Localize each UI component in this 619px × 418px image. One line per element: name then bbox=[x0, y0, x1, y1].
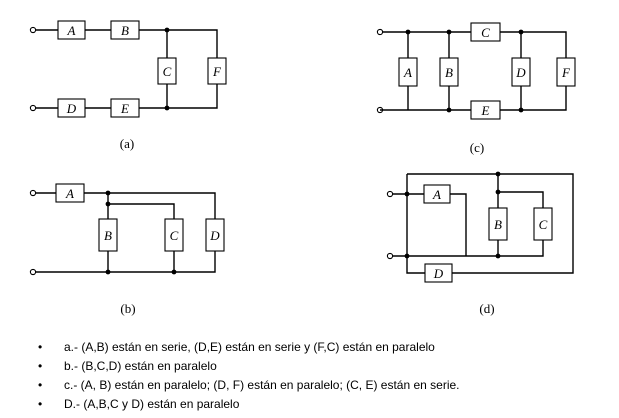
component-c-box bbox=[533, 207, 553, 241]
component-e-box bbox=[470, 100, 501, 120]
answer-b-text: b.- (B,C,D) están en paralelo bbox=[64, 359, 217, 373]
component-c-box bbox=[470, 22, 501, 42]
component-a-box bbox=[423, 184, 451, 204]
component-b-box bbox=[488, 207, 508, 241]
component-b-box bbox=[439, 57, 459, 87]
component-a-box bbox=[398, 57, 418, 87]
junction-node bbox=[495, 189, 501, 195]
component-f-box bbox=[556, 57, 576, 87]
circuit-b: A B C D (b) bbox=[29, 183, 225, 316]
terminal bbox=[29, 26, 37, 34]
list-item: • c.- (A, B) están en paralelo; (D, F) e… bbox=[36, 376, 460, 395]
terminal bbox=[29, 268, 37, 276]
junction-node bbox=[105, 201, 111, 207]
component-f-label: F bbox=[212, 64, 222, 79]
component-a-label: A bbox=[67, 23, 76, 38]
component-f-label: F bbox=[561, 65, 571, 80]
component-d-label: D bbox=[433, 266, 444, 281]
component-c-box bbox=[157, 57, 177, 85]
component-f-box bbox=[207, 57, 227, 85]
junction-node bbox=[446, 29, 452, 35]
junction-node bbox=[164, 27, 170, 33]
caption-a: (a) bbox=[120, 136, 134, 151]
junction-node bbox=[518, 29, 524, 35]
answer-a-text: a.- (A,B) están en serie, (D,E) están en… bbox=[64, 340, 435, 354]
component-a-box bbox=[55, 183, 85, 203]
junction-node bbox=[404, 253, 410, 259]
terminal bbox=[376, 28, 384, 36]
bullet-icon: • bbox=[38, 378, 43, 392]
component-c-label: C bbox=[163, 64, 172, 79]
component-c-label: C bbox=[481, 25, 490, 40]
circuit-a: A B C F D E (a) bbox=[29, 20, 227, 151]
component-e-label: E bbox=[481, 103, 490, 118]
component-c-label: C bbox=[539, 217, 548, 232]
terminal bbox=[29, 104, 37, 112]
bullet-icon: • bbox=[38, 340, 43, 354]
component-c-label: C bbox=[170, 228, 179, 243]
junction-node bbox=[446, 107, 452, 113]
component-d-box bbox=[57, 98, 86, 118]
terminal bbox=[386, 190, 394, 198]
component-d-box bbox=[424, 263, 453, 283]
component-a-label: A bbox=[432, 187, 441, 202]
list-item: • b.- (B,C,D) están en paralelo bbox=[36, 357, 460, 376]
component-a-label: A bbox=[65, 186, 74, 201]
component-b-label: B bbox=[121, 23, 129, 38]
terminal bbox=[29, 189, 37, 197]
component-b-label: B bbox=[445, 65, 453, 80]
circuit-figures: A B C F D E (a) C A B D F E (c) bbox=[29, 20, 576, 316]
component-e-label: E bbox=[120, 101, 129, 116]
list-item: • a.- (A,B) están en serie, (D,E) están … bbox=[36, 338, 460, 357]
junction-node bbox=[164, 105, 170, 111]
component-b-box bbox=[110, 20, 140, 40]
junction-node bbox=[495, 253, 501, 259]
junction-node bbox=[518, 107, 524, 113]
component-b-label: B bbox=[494, 217, 502, 232]
junction-node bbox=[404, 191, 410, 197]
list-item: • D.- (A,B,C y D) están en paralelo bbox=[36, 395, 460, 414]
caption-d: (d) bbox=[479, 301, 494, 316]
bullet-icon: • bbox=[38, 397, 43, 411]
component-b-box bbox=[98, 218, 118, 252]
caption-b: (b) bbox=[120, 301, 135, 316]
component-d-label: D bbox=[515, 65, 526, 80]
component-b-label: B bbox=[104, 228, 112, 243]
circuit-c: C A B D F E (c) bbox=[376, 22, 576, 155]
terminal bbox=[386, 252, 394, 260]
component-c-box bbox=[164, 218, 184, 252]
circuit-d: A B C D (d) bbox=[386, 171, 574, 316]
component-d-box bbox=[511, 57, 531, 87]
answer-d-text: D.- (A,B,C y D) están en paralelo bbox=[64, 397, 240, 411]
junction-node bbox=[405, 29, 411, 35]
component-d-label: D bbox=[209, 228, 220, 243]
junction-node bbox=[105, 269, 111, 275]
component-e-box bbox=[110, 98, 140, 118]
component-a-box bbox=[57, 20, 86, 40]
answer-c-text: c.- (A, B) están en paralelo; (D, F) est… bbox=[64, 378, 460, 392]
answer-list: • a.- (A,B) están en serie, (D,E) están … bbox=[36, 338, 460, 414]
junction-node bbox=[105, 190, 111, 196]
junction-node bbox=[171, 269, 177, 275]
junction-node bbox=[495, 171, 501, 177]
component-d-label: D bbox=[66, 101, 77, 116]
component-a-label: A bbox=[403, 65, 412, 80]
caption-c: (c) bbox=[470, 140, 484, 155]
component-d-box bbox=[205, 218, 225, 252]
bullet-icon: • bbox=[38, 359, 43, 373]
